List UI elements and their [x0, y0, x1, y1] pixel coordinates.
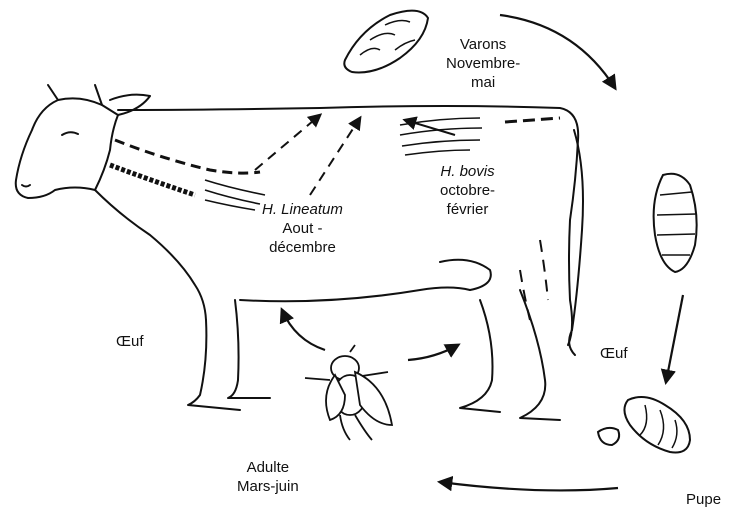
h-bovis-species: H. bovis	[440, 162, 495, 181]
varons-label: Varons Novembre- mai	[446, 35, 520, 92]
h-lineatum-species: H. Lineatum	[262, 200, 343, 219]
adult-fly-illustration	[305, 345, 392, 440]
larva-illustration-right	[654, 174, 697, 272]
h-lineatum-label: H. Lineatum Aout - décembre	[262, 200, 343, 257]
larva-illustration-top	[344, 11, 428, 73]
egg-label-left: Œuf	[116, 332, 144, 351]
adult-label: Adulte Mars-juin	[237, 458, 299, 496]
egg-label-right: Œuf	[600, 344, 628, 363]
migration-arrows	[255, 115, 455, 195]
h-bovis-label: H. bovis octobre- février	[440, 162, 495, 219]
pupa-label: Pupe	[686, 490, 721, 509]
pupa-illustration	[598, 397, 690, 453]
